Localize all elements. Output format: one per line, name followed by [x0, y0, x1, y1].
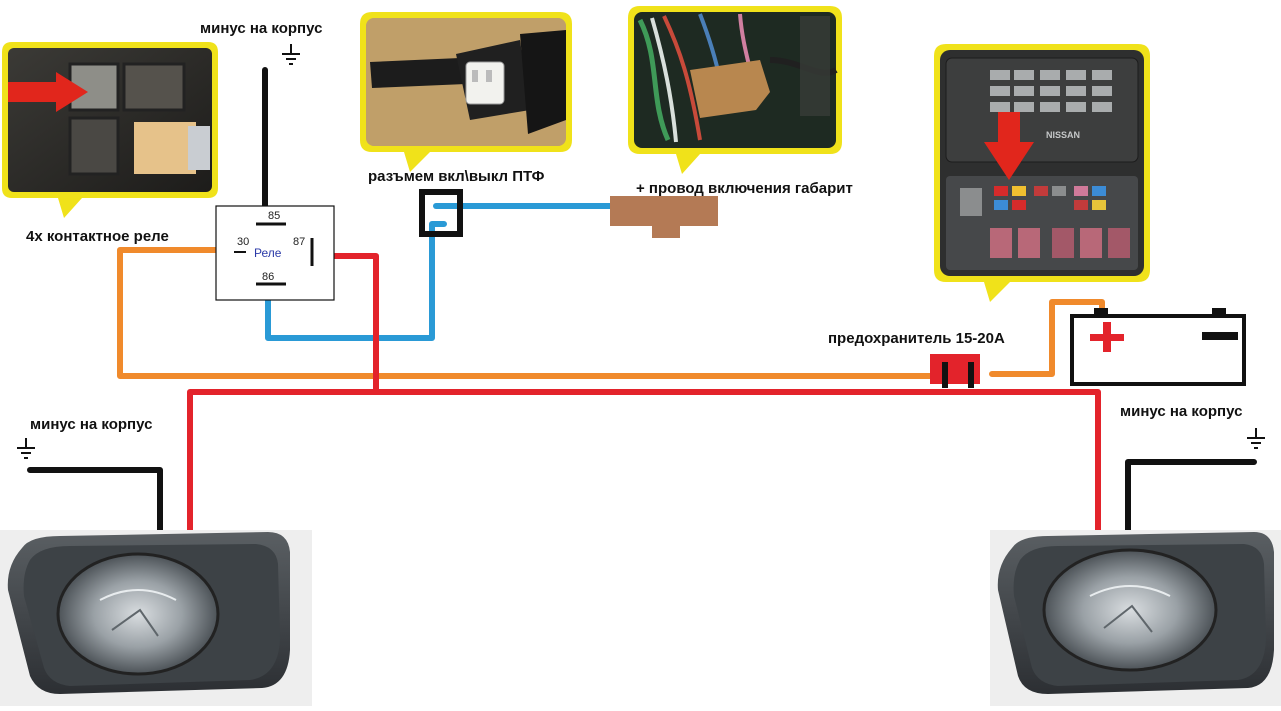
- relay-photo-callout: [2, 42, 218, 218]
- plus-icon: [1090, 322, 1124, 352]
- wiring-photo-callout: [628, 6, 842, 174]
- ground-label-top: минус на корпус: [200, 20, 323, 37]
- switch-photo-callout: [360, 12, 572, 172]
- switch-connector-label: разъмем вкл\выкл ПТФ: [368, 168, 545, 185]
- ground-label-left: минус на корпус: [30, 416, 153, 433]
- red-arrow-icon: [8, 72, 88, 112]
- ground-symbol-icon: [282, 44, 300, 65]
- fuse: [930, 354, 980, 388]
- ground-symbol-icon: [17, 438, 35, 459]
- fog-light-right: [990, 530, 1281, 706]
- orange-wire: [989, 299, 1105, 377]
- switch-connector: [419, 189, 463, 237]
- blue-wire-switch: [265, 221, 447, 341]
- minus-icon: [1202, 332, 1238, 340]
- fusebox-photo-callout: NISSAN: [934, 44, 1150, 302]
- black-wire-right-ground: [1125, 459, 1257, 537]
- parking-connector: [610, 196, 718, 238]
- black-wire-left-ground: [27, 467, 163, 537]
- relay-pin-30: 30: [237, 236, 250, 248]
- ground-label-right: минус на корпус: [1120, 403, 1243, 420]
- wires: [27, 67, 1257, 537]
- red-arrow-icon: [984, 112, 1034, 180]
- relay-pin-86: 86: [262, 271, 275, 283]
- relay-pin-85: 85: [268, 210, 281, 222]
- fusebox-brand: NISSAN: [1046, 130, 1080, 140]
- fuse-label: предохранитель 15-20А: [828, 330, 1005, 347]
- relay: [215, 205, 335, 301]
- battery: [1070, 308, 1246, 386]
- relay-name: Реле: [254, 246, 282, 260]
- relay-pin-87: 87: [293, 236, 306, 248]
- parking-wire-label: + провод включения габарит: [636, 180, 853, 197]
- relay-caption: 4х контактное реле: [26, 228, 169, 245]
- ground-symbol-icon: [1247, 428, 1265, 449]
- fog-light-left: [0, 530, 312, 706]
